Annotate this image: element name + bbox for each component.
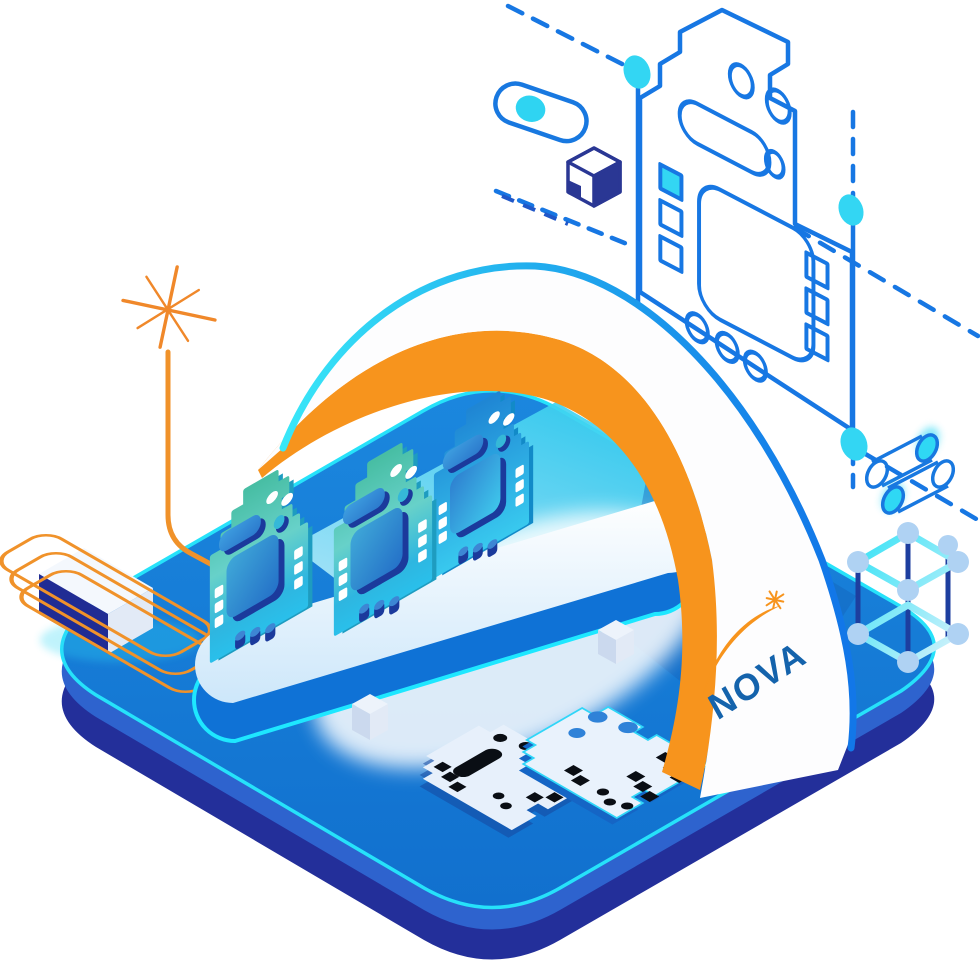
arch-white-band: [258, 265, 857, 798]
orange-wire: [165, 349, 221, 571]
cylinder-back: [864, 433, 940, 489]
guide-dashed-diagonal-a: [792, 225, 980, 339]
blueprint-plate-elements: [658, 62, 830, 383]
small-cube: [501, 146, 622, 226]
conveyor-white-top: [195, 497, 706, 703]
card-feet: [359, 596, 400, 622]
guide-dashed-diagonal-b: [859, 449, 980, 523]
conveyor-foot: [598, 620, 634, 664]
nova-sparkle-icon: [765, 590, 785, 610]
ribbon-arch: [258, 262, 857, 798]
guide-dashed-top: [505, 3, 633, 71]
lattice-cube: [847, 522, 969, 673]
navy-box: [39, 548, 200, 662]
arch-orange-band: [258, 330, 719, 790]
chip-card-back: [436, 374, 534, 589]
conveyor-foot: [352, 694, 388, 740]
card-feet: [235, 623, 276, 649]
chip-card-middle: [336, 425, 437, 647]
blueprint-cyan-markers: [623, 55, 868, 461]
chip-card-front: [212, 452, 313, 674]
card-feet: [458, 539, 498, 565]
blueprint-plate-outline: [637, 7, 855, 433]
blueprint-schematic: [493, 3, 980, 523]
starburst-icon: [121, 265, 217, 349]
cube-dashed-line: [501, 194, 569, 226]
guide-dashed-mid: [493, 188, 635, 249]
cylinder-pair: [864, 426, 956, 515]
flat-circuit-card-left: [401, 718, 599, 838]
toggle-pill: [493, 81, 589, 144]
arch-outer-edge: [279, 262, 857, 752]
cylinder-front: [880, 459, 956, 515]
